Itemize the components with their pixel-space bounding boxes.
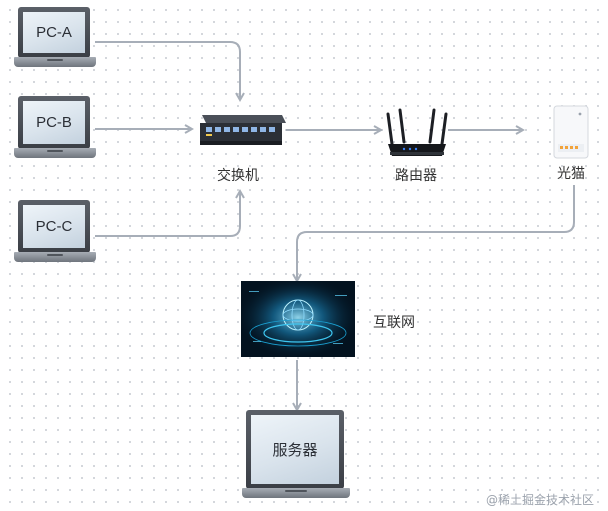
switch-icon xyxy=(200,115,286,145)
pc-b-label: PC-B xyxy=(36,114,72,131)
pc-a-laptop-icon: PC-A xyxy=(14,7,96,67)
arrow-pca-switch xyxy=(95,41,240,100)
arrow-modem-internet xyxy=(297,185,575,281)
router-label: 路由器 xyxy=(395,168,437,184)
arrow-pcc-switch xyxy=(95,191,240,237)
internet-label: 互联网 xyxy=(373,315,415,331)
pc-c-label: PC-C xyxy=(35,218,73,235)
server-laptop-icon: 服务器 xyxy=(242,410,350,498)
watermark-text: @稀土掘金技术社区 xyxy=(486,493,595,507)
modem-label: 光猫 xyxy=(557,166,585,182)
router-icon xyxy=(386,108,448,156)
pc-c-laptop-icon: PC-C xyxy=(14,200,96,262)
globe-icon xyxy=(241,281,355,357)
server-label: 服务器 xyxy=(272,441,318,459)
optical-modem-icon xyxy=(553,105,589,159)
internet-globe-image xyxy=(241,281,355,357)
pc-a-label: PC-A xyxy=(36,24,72,41)
pc-b-laptop-icon: PC-B xyxy=(14,96,96,158)
switch-label: 交换机 xyxy=(217,168,259,184)
